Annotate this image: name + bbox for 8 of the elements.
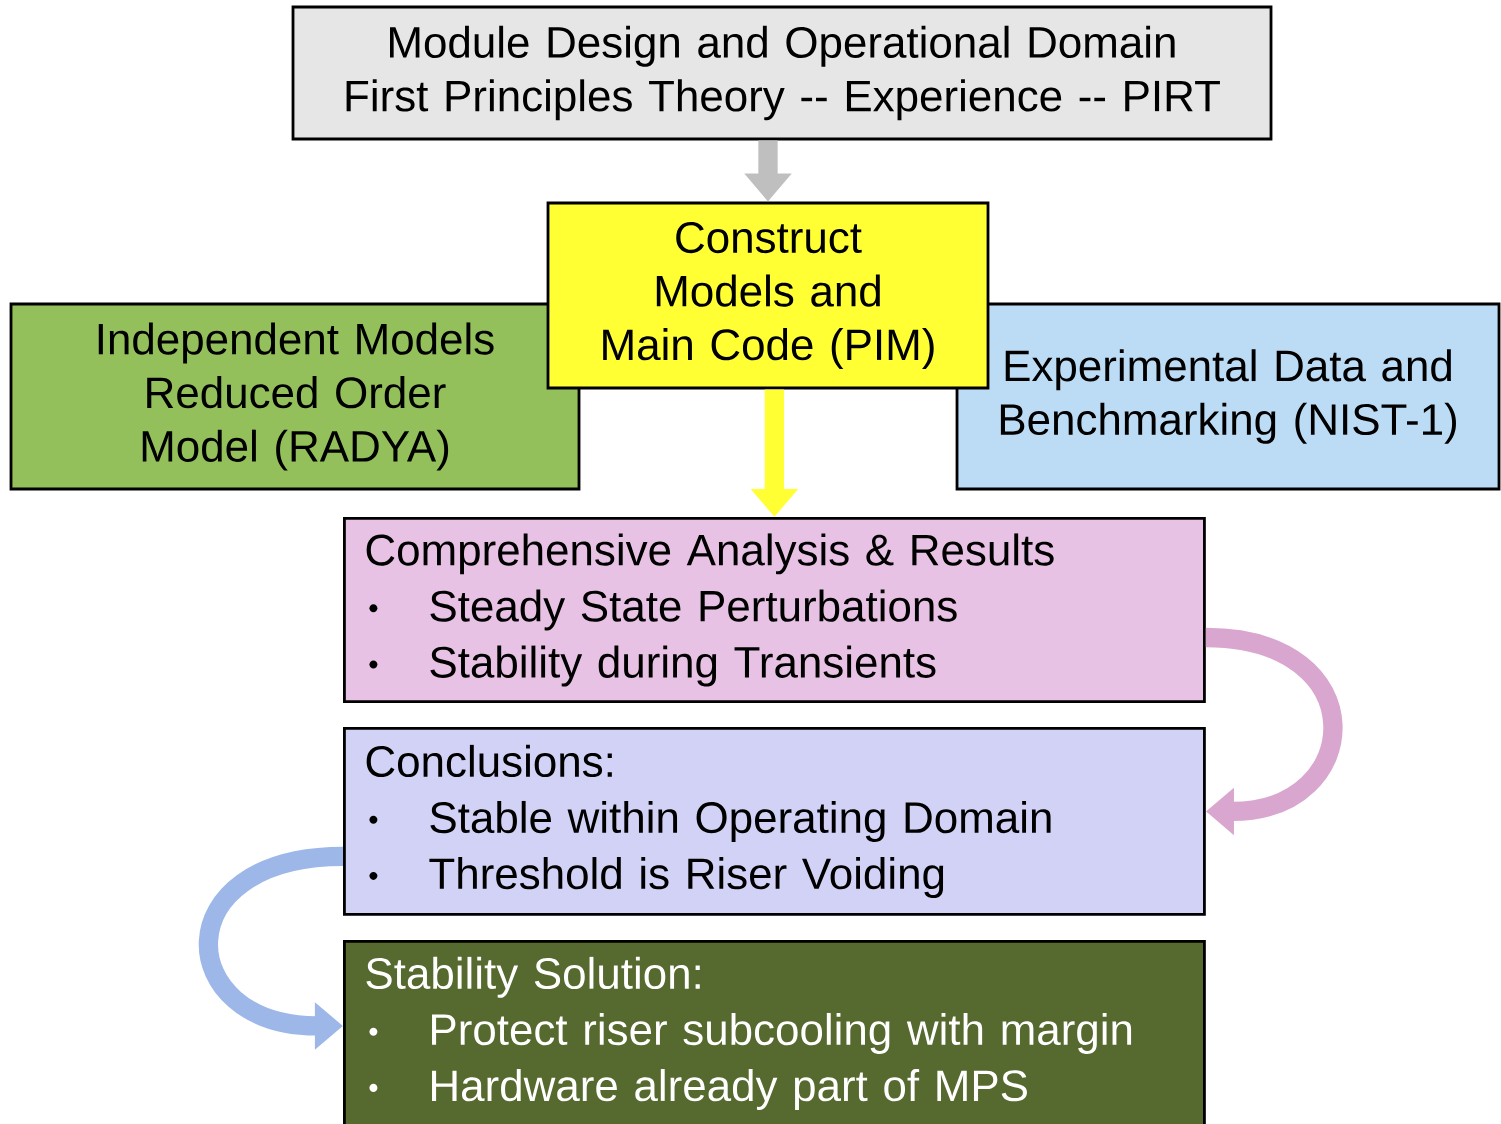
title-box: Module Design and Operational Domain First Principles Theory -- Experience -- PIRT (291, 5, 1273, 141)
process-box: Comprehensive Analysis & Results Steady State Perturbations Stability during Transients (343, 517, 1206, 703)
process-box: Construct Models and Main Code (PIM) (546, 201, 990, 390)
process-box: Conclusions: Stable within Operating Domain Threshold is Riser Voiding (343, 727, 1206, 916)
process-box: Experimental Data and Benchmarking (NIST-1) (955, 302, 1501, 491)
arrow (1205, 627, 1343, 836)
process-box: Independent Models Reduced Order Model (RADYA) (9, 302, 581, 491)
process-box: Stability Solution: Protect riser subcooling with margin Hardware already part of MPS (343, 940, 1206, 1124)
